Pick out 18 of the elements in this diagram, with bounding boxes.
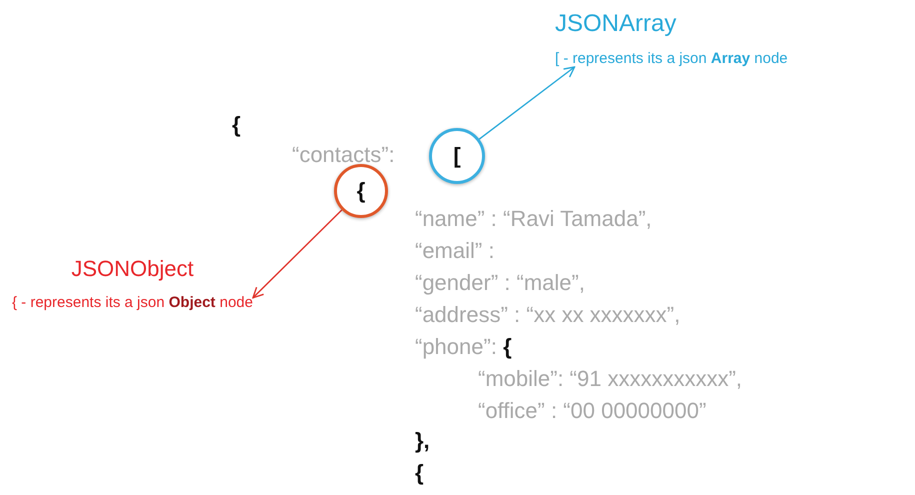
callout-description: [ - represents its a json Array node xyxy=(555,50,788,67)
code-line: “office” : “00 00000000” xyxy=(478,398,706,424)
callout-description: { - represents its a json Object node xyxy=(12,294,253,311)
arrow xyxy=(478,66,576,140)
code-line: “name” : “Ravi Tamada”, xyxy=(415,206,652,232)
code-line: “gender” : “male”, xyxy=(415,270,585,296)
circle-marker: { xyxy=(334,164,388,218)
callout-title: JSONObject xyxy=(70,256,195,282)
code-line: “mobile”: “91 xxxxxxxxxxx”, xyxy=(478,366,742,392)
arrow xyxy=(252,209,342,298)
code-brace: { xyxy=(232,112,241,138)
code-brace: }, xyxy=(415,428,430,454)
callout-title: JSONArray xyxy=(555,10,678,38)
code-line: “phone”: { xyxy=(415,334,512,360)
code-line: “email” : xyxy=(415,238,494,264)
code-brace: { xyxy=(415,460,424,486)
code-line: “address” : “xx xx xxxxxxx”, xyxy=(415,302,680,328)
circle-marker: [ xyxy=(429,128,485,184)
